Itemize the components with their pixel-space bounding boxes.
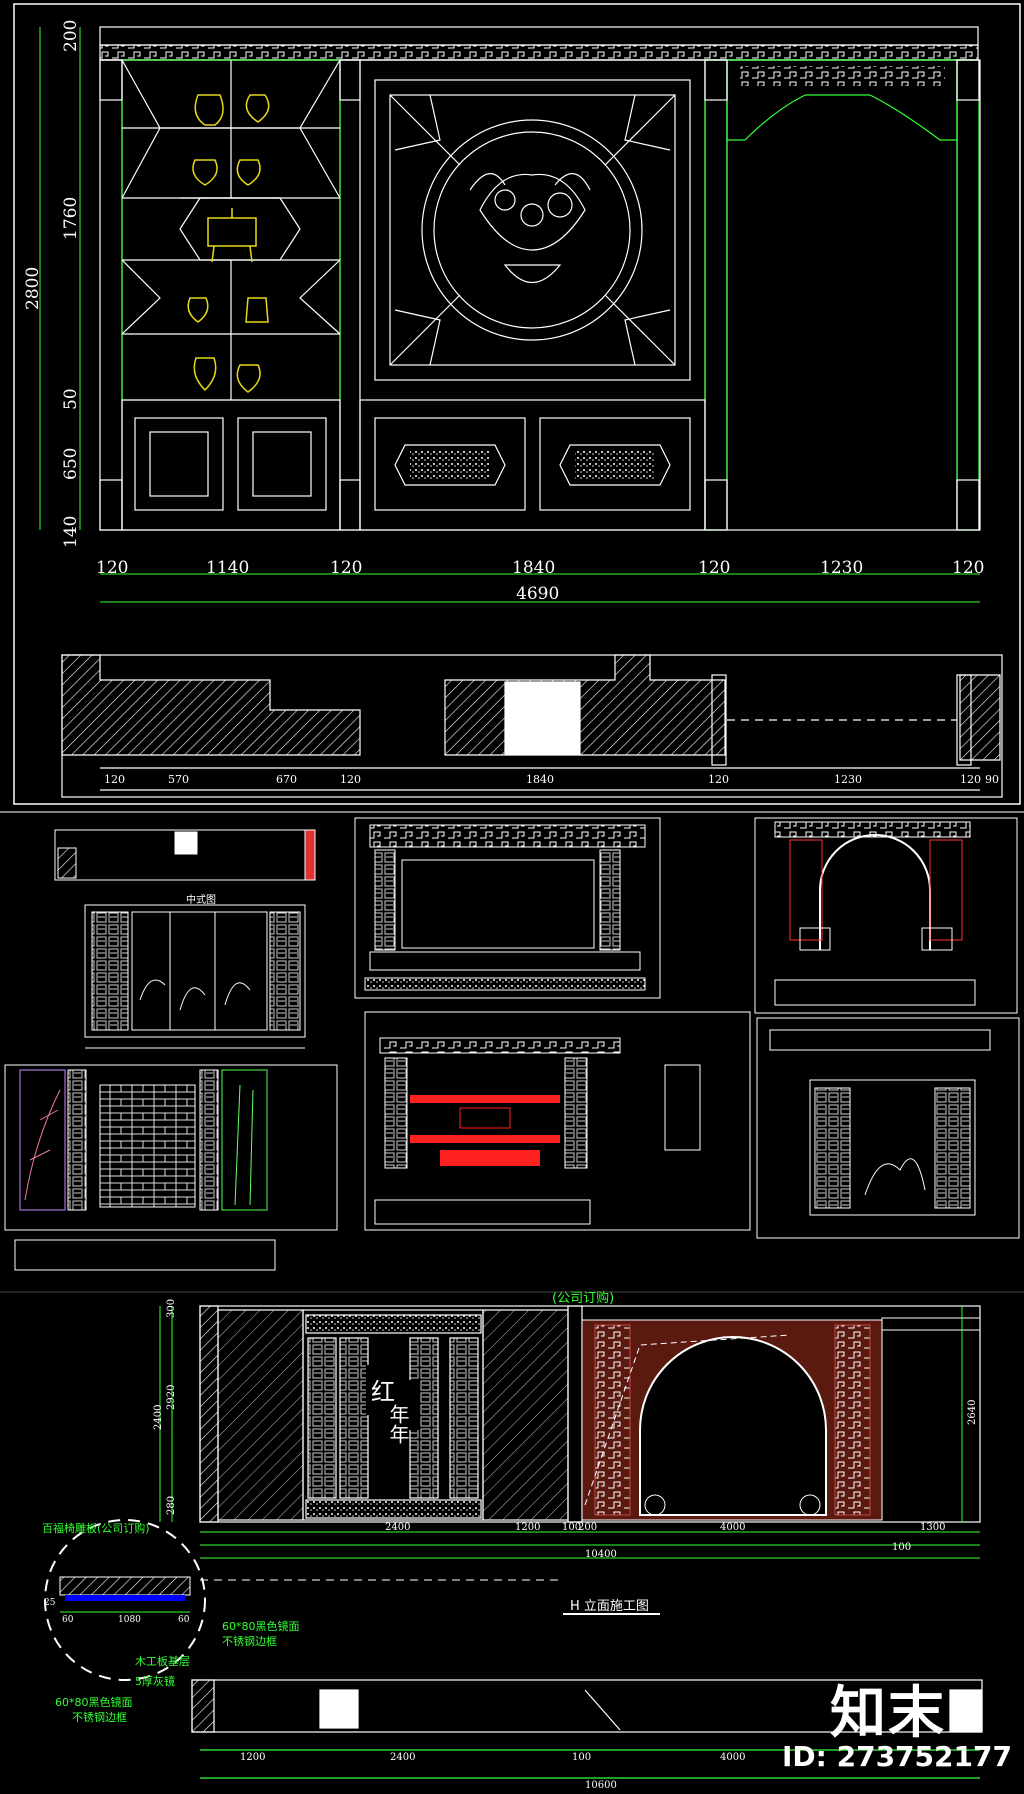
svg-text:1300: 1300 [920,1522,945,1533]
hdim-1140: 1140 [206,558,249,578]
svg-text:不锈钢边框: 不锈钢边框 [222,1635,277,1648]
dim-200: 200 [61,20,81,52]
couplet: 红 年年 [366,1365,420,1444]
svg-text:4000: 4000 [720,1752,745,1763]
bottom-dims: 300 2920 2400 280 2640 2400 1200 100 200… [153,1299,980,1560]
svg-text:2640: 2640 [967,1400,978,1425]
watermark-id: ID: 273752177 [782,1740,1012,1773]
mid-view-portrait-panel [756,1017,1020,1239]
total-10400: 10400 [585,1549,617,1560]
svg-text:木工板基层: 木工板基层 [135,1654,190,1668]
svg-text:60*80黑色镜面: 60*80黑色镜面 [55,1695,133,1709]
dim-140: 140 [61,516,81,548]
svg-text:2400: 2400 [385,1522,410,1533]
svg-text:2920: 2920 [166,1385,177,1410]
dim-50: 50 [61,388,81,410]
svg-text:120: 120 [960,773,981,786]
mid-view-moon-gate [754,817,1018,1014]
company-order-label: (公司订购) [552,1290,614,1306]
svg-text:25: 25 [44,1598,56,1608]
dim-1760: 1760 [61,197,81,240]
svg-text:10600: 10600 [585,1780,617,1791]
mid-view-tv-wall [354,817,661,999]
svg-text:60: 60 [178,1615,190,1625]
detail-labels: 百福椅雕板(公司订购) 60*80黑色镜面 不锈钢边框 木工板基层 5厚灰镜 6… [42,1521,300,1724]
svg-text:120: 120 [708,773,729,786]
couplet-right: 年年 [386,1404,410,1444]
couplet-left: 红 [371,1378,395,1406]
hdim-1840: 1840 [512,558,555,578]
hdim-120d: 120 [952,558,984,578]
svg-text:2400: 2400 [390,1752,415,1763]
dim-650: 650 [61,448,81,480]
svg-text:不锈钢边框: 不锈钢边框 [72,1711,127,1724]
svg-text:1230: 1230 [834,773,862,786]
svg-text:200: 200 [578,1522,597,1533]
top-plan [61,654,1003,798]
svg-text:4000: 4000 [720,1522,745,1533]
bottom-elevation [199,1305,981,1523]
svg-text:2400: 2400 [153,1405,164,1430]
bottom-plan-dims: 1200 2400 100 4000 10600 [240,1752,745,1791]
screen-label: 中式图 [186,893,216,906]
bottom-plan [191,1679,983,1779]
svg-text:1080: 1080 [118,1615,141,1625]
svg-text:120: 120 [104,773,125,786]
svg-text:1200: 1200 [240,1752,265,1763]
svg-text:百福椅雕板(公司订购): 百福椅雕板(公司订购) [42,1521,150,1535]
watermark-brand: 知末 [830,1681,946,1746]
svg-text:1840: 1840 [526,773,554,786]
hdim-120b: 120 [330,558,362,578]
mid-view-brick-wall [4,1064,338,1271]
hdim-1230: 1230 [820,558,863,578]
svg-text:90: 90 [985,773,999,786]
dim-2800: 2800 [23,267,43,310]
hdim-120a: 120 [96,558,128,578]
svg-text:100: 100 [892,1542,911,1553]
hdim-120c: 120 [698,558,730,578]
svg-text:60: 60 [62,1615,74,1625]
svg-text:120: 120 [340,773,361,786]
moon-gate-red [581,1317,981,1521]
mid-view-red-shelves [364,1011,751,1231]
svg-text:280: 280 [166,1496,177,1515]
detail-callout: 25 60 1080 60 [44,1519,560,1681]
mid-view-screen [54,829,316,1049]
elevation-title: H 立面施工图 [570,1599,649,1614]
vases [187,94,270,393]
top-plan-dims: 120 570 670 120 1840 120 1230 120 90 [104,773,999,786]
svg-text:60*80黑色镜面: 60*80黑色镜面 [222,1619,300,1633]
total-4690: 4690 [516,584,559,604]
svg-text:670: 670 [276,773,297,786]
svg-text:100: 100 [572,1752,591,1763]
svg-text:300: 300 [166,1299,177,1318]
svg-text:5厚灰镜: 5厚灰镜 [135,1674,175,1688]
top-elevation [13,3,1021,805]
top-vertical-dims: 200 1760 2800 50 650 140 [23,20,81,548]
svg-text:100: 100 [562,1522,581,1533]
svg-text:570: 570 [168,773,189,786]
top-horizontal-dims: 120 1140 120 1840 120 1230 120 4690 [96,558,984,604]
svg-text:1200: 1200 [515,1522,540,1533]
